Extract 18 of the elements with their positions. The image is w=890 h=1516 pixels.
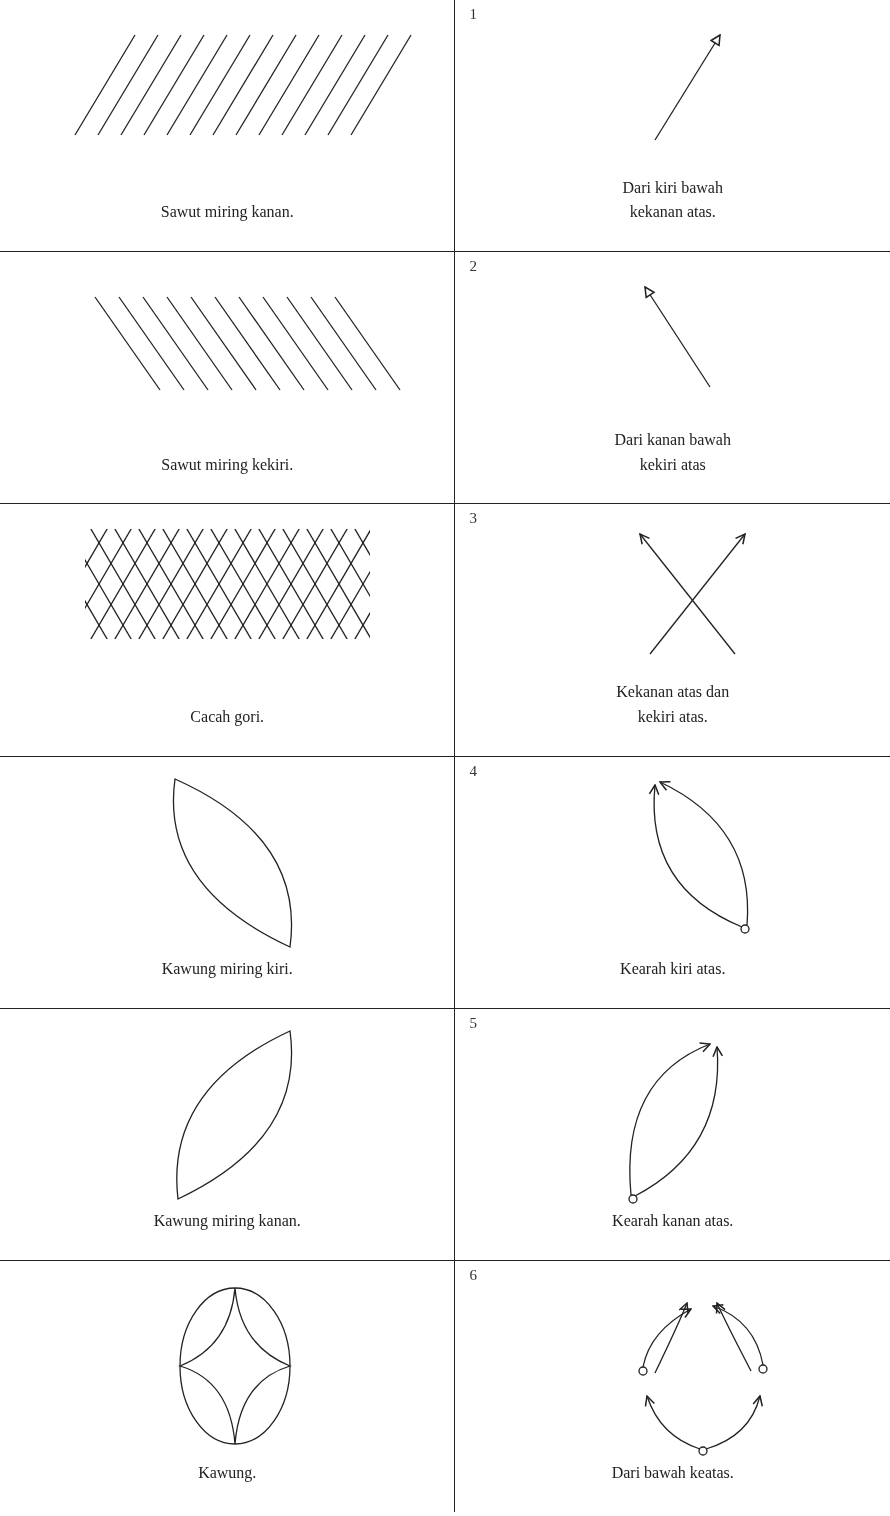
direction-caption: Kearah kanan atas. (611, 1211, 735, 1232)
row-number: 2 (469, 258, 477, 276)
direction-caption: Dari kanan bawah kekiri atas (613, 429, 732, 475)
pattern-caption: Sawut miring kekiri. (160, 454, 295, 476)
row-number: 3 (469, 510, 477, 528)
row-number: 5 (469, 1014, 477, 1032)
direction-caption: Kekanan atas dan kekiri atas. (615, 681, 731, 727)
direction-caption: Kearah kiri atas. (619, 958, 727, 979)
row-number: 4 (469, 762, 477, 780)
direction-caption: Dari kiri bawah kekanan atas. (621, 177, 724, 223)
pattern-caption: Cacah gori. (189, 706, 266, 728)
pattern-caption: Kawung miring kiri. (160, 958, 294, 980)
pattern-caption: Kawung. (197, 1463, 258, 1484)
direction-caption: Dari bawah keatas. (610, 1463, 735, 1484)
row-number: 6 (469, 1266, 477, 1284)
row-number: 1 (469, 6, 477, 23)
pattern-caption: Kawung miring kanan. (152, 1211, 302, 1232)
pattern-caption: Sawut miring kanan. (159, 202, 295, 223)
